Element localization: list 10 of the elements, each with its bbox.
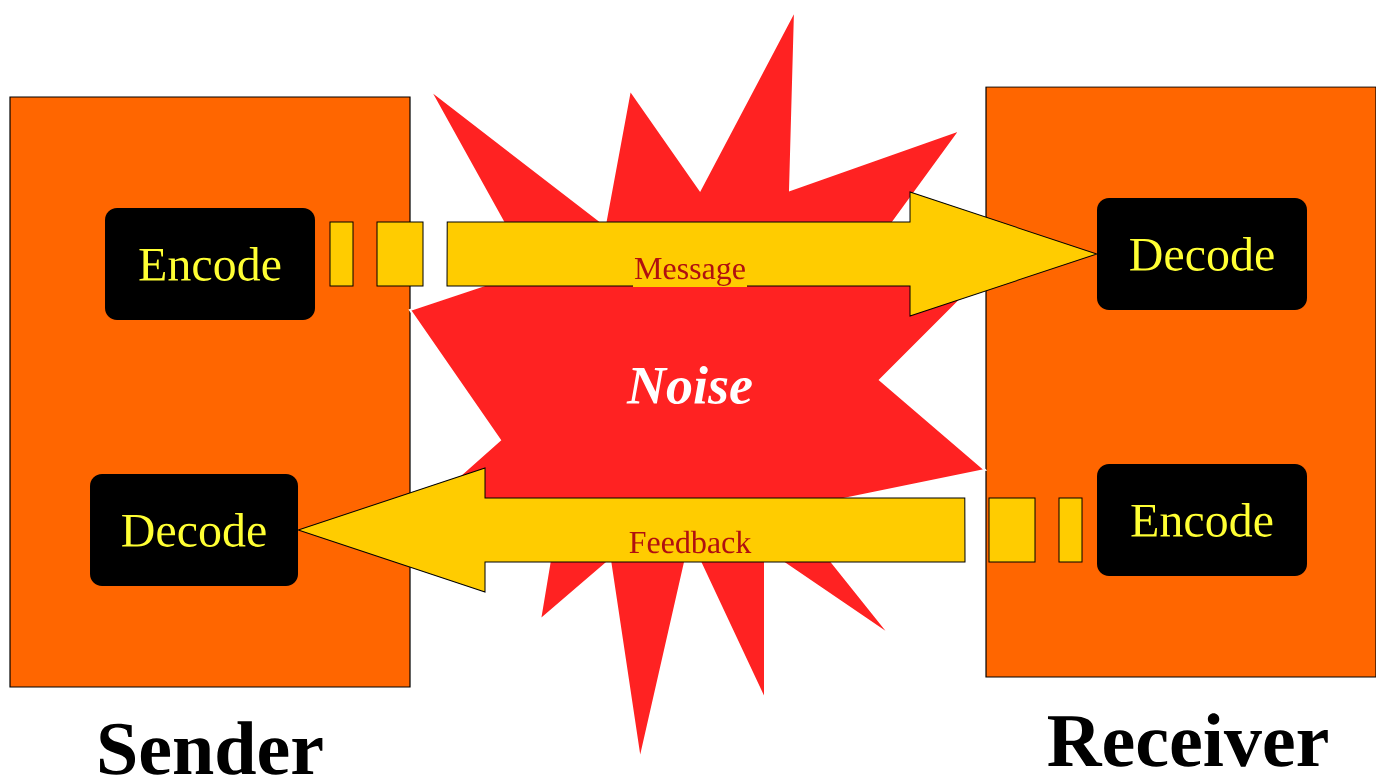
edge-label: Feedback — [627, 529, 753, 555]
block-arrow — [329, 191, 1098, 317]
edge-label: Message — [633, 257, 747, 287]
label-box: Encode — [1097, 464, 1307, 576]
panel-title: Sender — [100, 721, 323, 775]
panel-title: Receiver — [1048, 713, 1328, 767]
label-box: Encode — [105, 208, 315, 320]
block-arrow — [297, 467, 1083, 593]
label-box: Decode — [1097, 198, 1307, 310]
label-box: Decode — [90, 474, 298, 586]
